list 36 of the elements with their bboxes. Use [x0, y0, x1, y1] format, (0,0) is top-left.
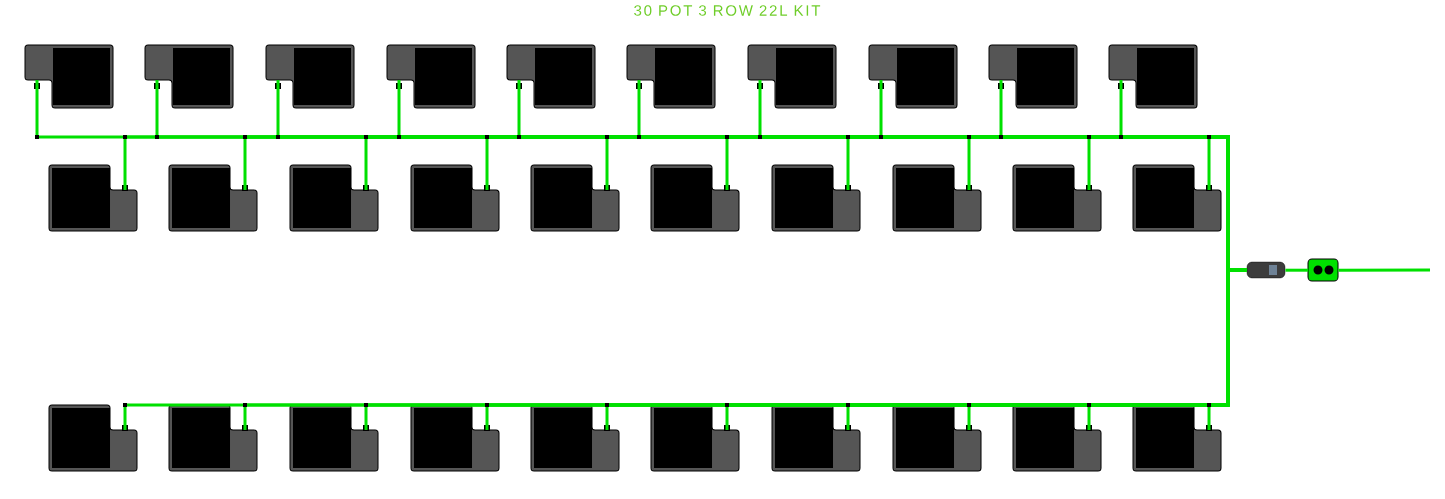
- pot: [530, 404, 620, 472]
- pot: [530, 164, 620, 232]
- pot: [1012, 164, 1102, 232]
- pot: [289, 404, 379, 472]
- pot: [48, 404, 138, 472]
- pot: [144, 44, 234, 109]
- pot: [868, 44, 958, 109]
- pot: [650, 404, 740, 472]
- pot: [24, 44, 114, 109]
- pot: [1108, 44, 1198, 109]
- pot: [1012, 404, 1102, 472]
- pot: [650, 164, 740, 232]
- pipe: [1207, 268, 1248, 430]
- pot: [892, 164, 982, 232]
- pot: [771, 164, 861, 232]
- pot: [410, 404, 500, 472]
- pot: [988, 44, 1078, 109]
- pipe: [1285, 268, 1308, 272]
- pot: [892, 404, 982, 472]
- pot: [771, 404, 861, 472]
- pot: [626, 44, 716, 109]
- pot: [289, 164, 379, 232]
- pipe: [1338, 268, 1430, 272]
- pot: [747, 44, 837, 109]
- filter-drawing: [1246, 261, 1286, 279]
- pot: [48, 164, 138, 232]
- pot: [168, 164, 258, 232]
- pot: [386, 44, 476, 109]
- pot: [410, 164, 500, 232]
- pot: [265, 44, 355, 109]
- valve-drawing: [1307, 258, 1339, 282]
- pot: [506, 44, 596, 109]
- title: 30 POT 3 ROW 22L KIT: [634, 5, 821, 16]
- pot: [1132, 404, 1222, 472]
- pot: [168, 404, 258, 472]
- pot: [1132, 164, 1222, 232]
